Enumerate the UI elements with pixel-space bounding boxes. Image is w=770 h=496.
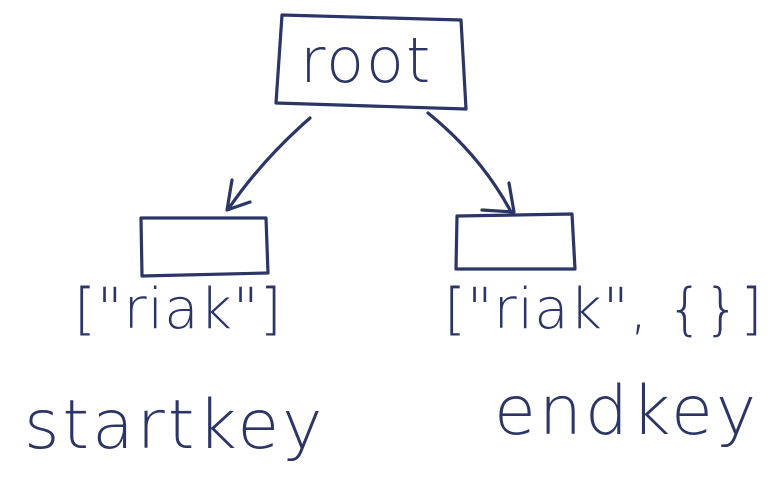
root-label: root xyxy=(300,24,433,97)
right-arrow xyxy=(426,111,512,212)
root-node-box xyxy=(274,13,468,111)
left-node-box xyxy=(139,216,270,278)
left-node-key-label: ["riak"] xyxy=(74,277,283,342)
left-arrowhead xyxy=(225,178,252,212)
right-arrowhead xyxy=(480,181,516,214)
left-arrow xyxy=(227,116,312,210)
right-node-box xyxy=(454,212,577,271)
startkey-caption: startkey xyxy=(24,386,326,465)
endkey-caption: endkey xyxy=(494,372,760,451)
right-node-key-label: ["riak", {}] xyxy=(444,277,764,342)
